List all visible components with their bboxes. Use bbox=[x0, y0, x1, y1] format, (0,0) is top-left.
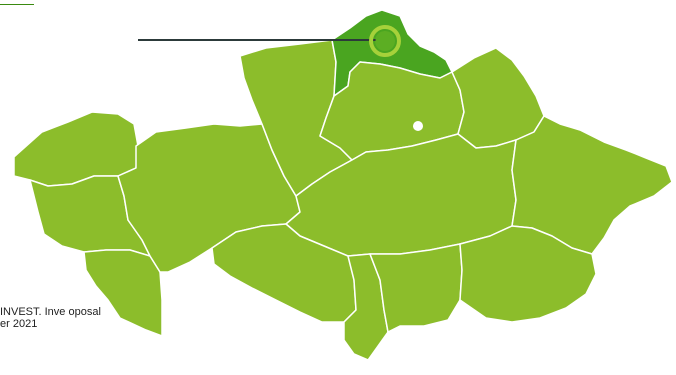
location-marker-icon bbox=[369, 25, 401, 57]
caption-line-2: er 2021 bbox=[0, 318, 38, 330]
city-dot-icon bbox=[413, 121, 423, 131]
source-caption: INVEST. Inve oposal er 2021 bbox=[0, 306, 260, 330]
region-almaty bbox=[459, 225, 597, 323]
region-mangystau bbox=[83, 249, 163, 337]
top-corner-mark bbox=[0, 0, 34, 5]
region-zhambyl bbox=[369, 243, 463, 333]
caption-line-1: INVEST. Inve oposal bbox=[0, 306, 101, 318]
